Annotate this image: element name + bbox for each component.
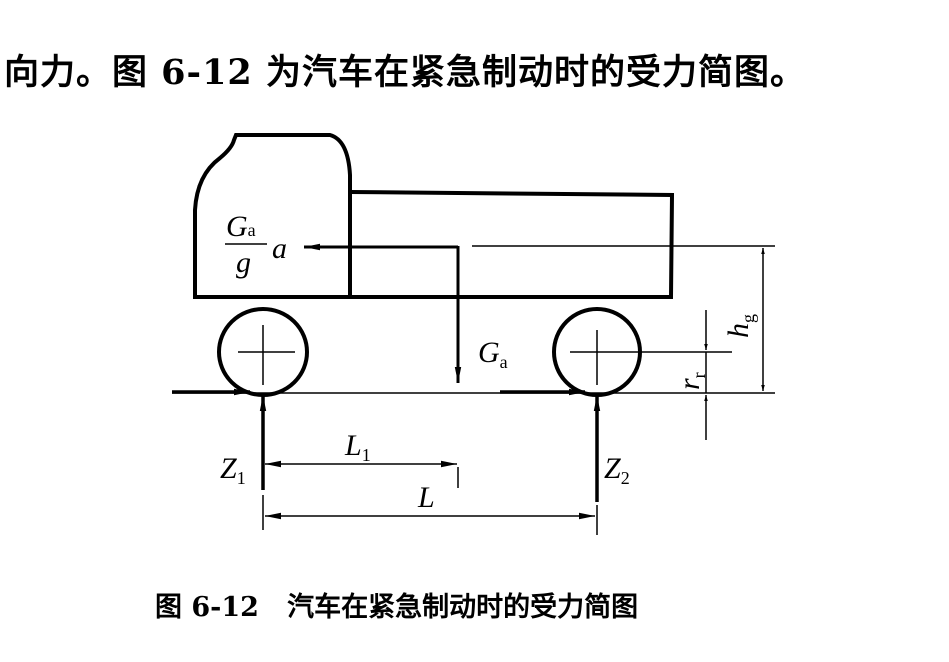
inertia-numerator: Ga bbox=[226, 210, 256, 243]
z1-label: Z1 bbox=[220, 452, 246, 488]
inertia-force-arrow bbox=[304, 243, 460, 251]
truck-bed bbox=[349, 190, 675, 299]
weight-label: Ga bbox=[478, 336, 508, 372]
l-label: L bbox=[417, 481, 435, 514]
z2-label: Z2 bbox=[604, 452, 630, 488]
inertia-denominator: g bbox=[236, 246, 251, 279]
intro-text: 向力。图 6-12 为汽车在紧急制动时的受力简图。 bbox=[4, 52, 806, 93]
rr-label: rr bbox=[673, 372, 709, 390]
figure-caption: 图 6-12 汽车在紧急制动时的受力简图 bbox=[155, 592, 639, 623]
l1-label: L1 bbox=[344, 429, 371, 465]
inertia-acceleration: a bbox=[272, 232, 287, 265]
truck-cab bbox=[193, 133, 352, 299]
hg-label: hg bbox=[722, 314, 758, 338]
